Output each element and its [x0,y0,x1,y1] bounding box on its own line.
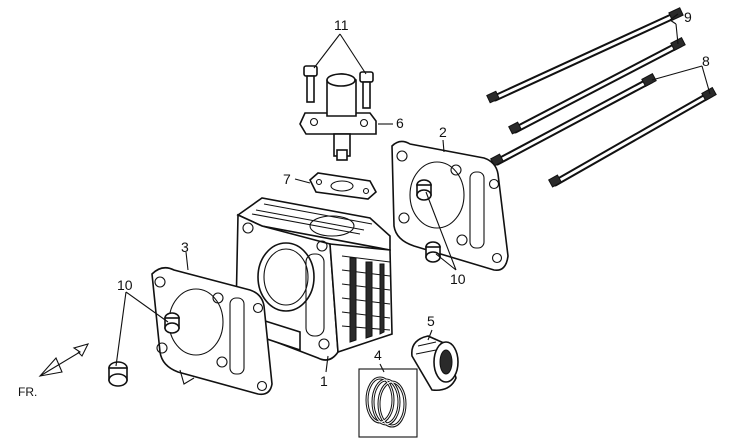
callout-2: 2 [439,124,447,140]
callout-1: 1 [320,373,328,389]
cylinder-head-gasket [391,140,509,272]
stud-lower-1 [490,72,657,167]
stud-upper-1 [486,7,684,104]
callout-10-upper: 10 [450,271,466,287]
cylinder-studs [486,7,717,188]
stud-upper-2 [508,37,686,135]
cylinder-block [235,197,393,361]
callout-4: 4 [374,347,382,363]
callout-10-lower: 10 [117,277,133,293]
cylinder-base-gasket [151,266,273,396]
chain-tensioner [299,73,377,161]
callout-labels: 11 6 7 9 8 2 3 10 10 5 4 1 [117,9,710,389]
leader-lines [115,13,711,373]
stud-lower-2 [548,86,717,188]
callout-8: 8 [702,53,710,69]
callout-6: 6 [396,115,404,131]
dowel-pin-upper-1 [416,179,432,201]
front-direction-arrow [38,343,90,377]
piston-ring-set [358,368,418,438]
tensioner-gasket [309,172,378,200]
callout-3: 3 [181,239,189,255]
dowel-pin-lower-1 [164,312,180,334]
callout-5: 5 [427,313,435,329]
callout-11: 11 [334,17,349,33]
front-direction-label: FR. [18,385,37,399]
callout-7: 7 [283,171,291,187]
callout-9: 9 [684,9,692,25]
piston [411,335,459,392]
dowel-pin-upper-2 [425,241,441,263]
tensioner-bolt-right [359,71,374,109]
tensioner-bolt-left [303,65,318,103]
dowel-pin-lower-2 [108,361,128,387]
